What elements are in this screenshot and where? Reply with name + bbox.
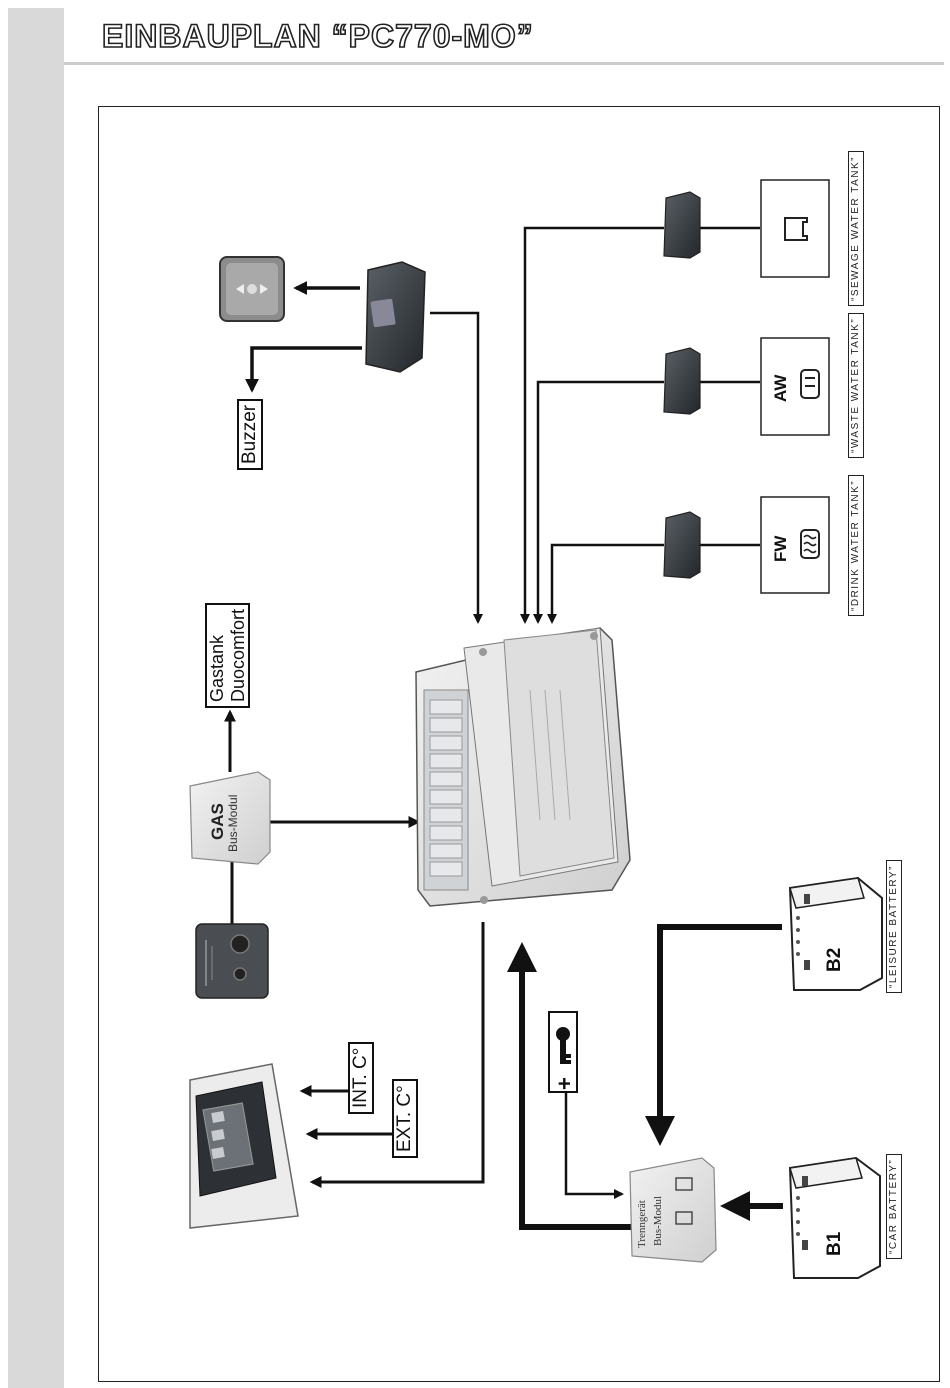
gas-detector-panel [196, 924, 268, 998]
sewage-tank-box [761, 180, 829, 277]
buzzer-label: Buzzer [237, 399, 263, 470]
remote-bus-module [366, 262, 425, 372]
wire-trenn-to-controller [522, 948, 640, 1227]
wire-key-to-trenn [566, 1092, 622, 1194]
gastank-label: Gastank Duocomfort [205, 603, 250, 708]
gas-module-title: GAS [208, 803, 228, 840]
ext-temp-label: EXT. C° [392, 1079, 418, 1158]
key-plus-label: + [552, 1077, 578, 1090]
caption-car: “CAR BATTERY” [886, 1154, 902, 1259]
gas-module-subtitle: Bus-Modul [226, 795, 240, 852]
trenn-module-subtitle: Bus-Modul [652, 1196, 664, 1246]
tank-fw-label: FW [771, 536, 791, 562]
wire-sewage-to-controller [525, 228, 760, 622]
caption-drink: “DRINK WATER TANK” [848, 475, 864, 616]
sewage-sensor-module [664, 192, 700, 258]
trenn-module-title: Trenngerät [636, 1200, 648, 1248]
caption-waste: “WASTE WATER TANK” [848, 313, 864, 458]
wire-remote-to-buzzer [252, 348, 362, 390]
waste-sensor-module [664, 348, 700, 414]
drink-sensor-module [664, 512, 700, 578]
control-panel [190, 1064, 298, 1228]
remote-display-unit [220, 257, 284, 321]
caption-sewage: “SEWAGE WATER TANK” [848, 151, 864, 306]
battery-b2-label: B2 [824, 948, 846, 972]
wire-b2-to-trenn [660, 927, 782, 1140]
wire-drink-to-controller [552, 545, 760, 622]
int-temp-label: INT. C° [348, 1042, 374, 1114]
tank-aw-label: AW [771, 375, 791, 402]
main-controller-unit [416, 628, 630, 906]
car-battery [790, 1158, 880, 1278]
caption-leisure: “LEISURE BATTERY” [886, 860, 902, 993]
wire-remote-to-controller [430, 313, 478, 622]
wire-waste-to-controller [538, 382, 760, 622]
leisure-battery [790, 878, 882, 990]
battery-b1-label: B1 [824, 1232, 846, 1256]
